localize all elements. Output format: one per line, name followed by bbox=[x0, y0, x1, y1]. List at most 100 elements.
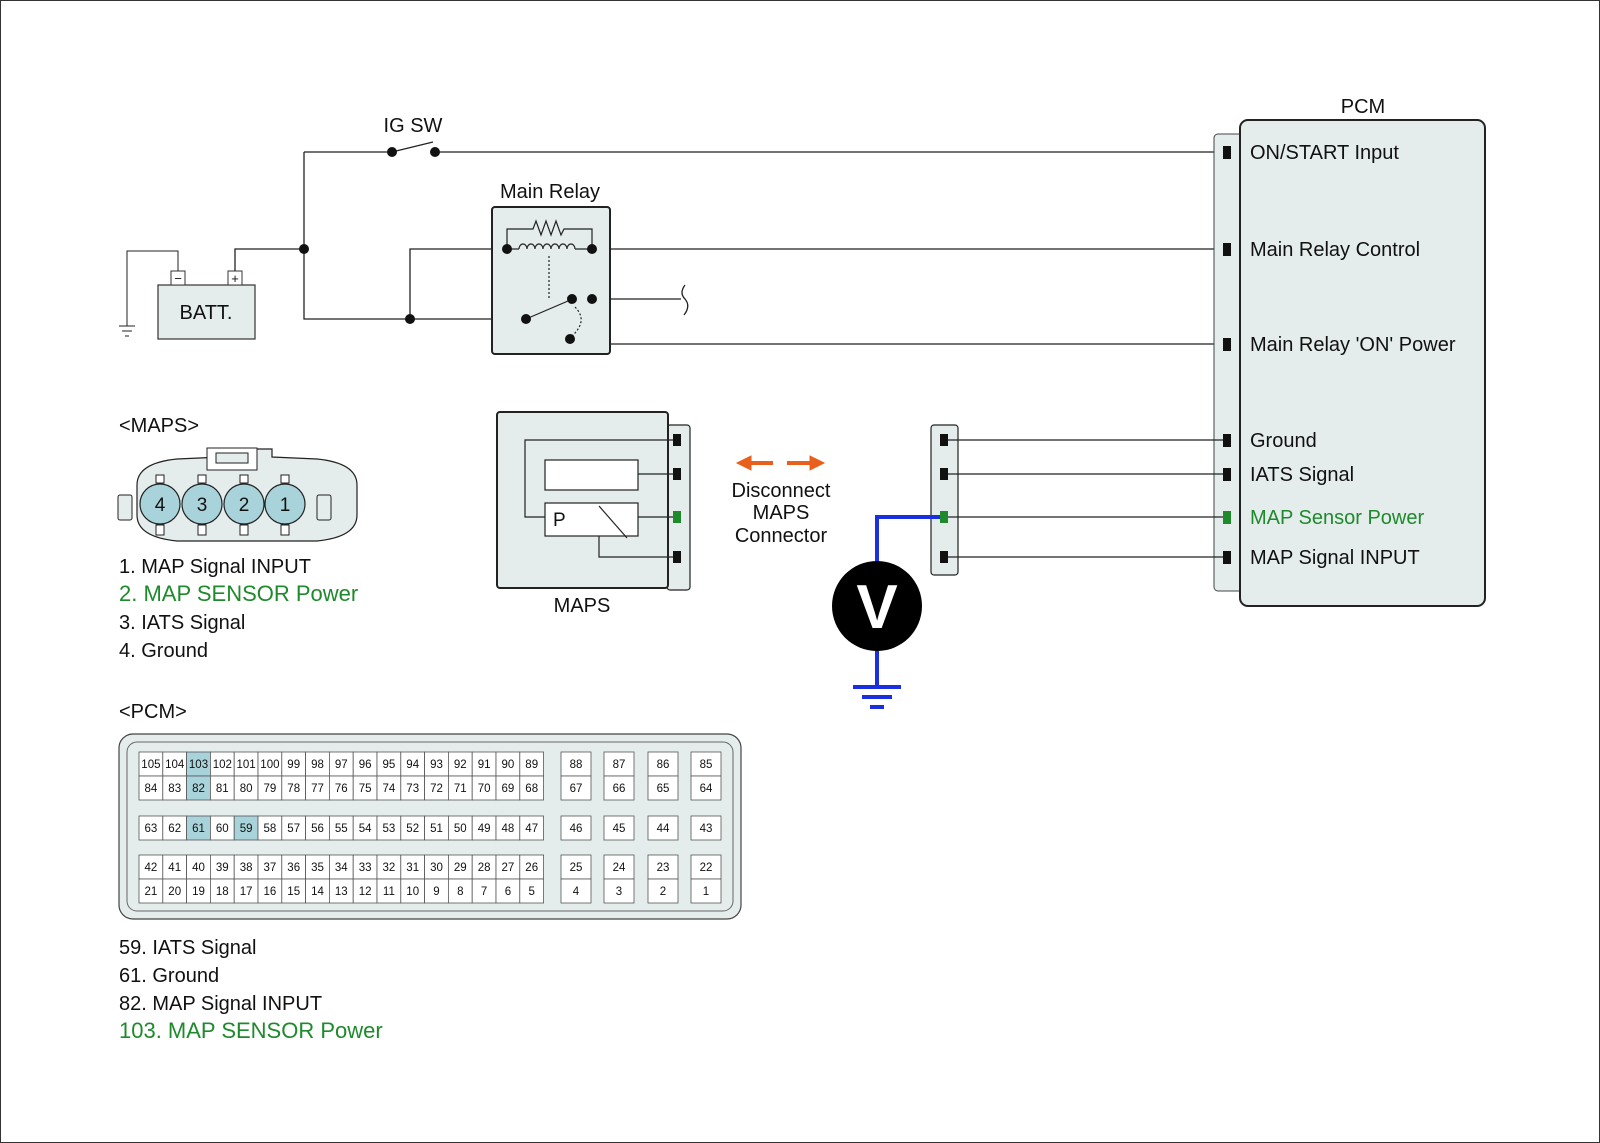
pcm-connector-pin-number: 18 bbox=[216, 886, 229, 898]
pcm-connector-cell bbox=[690, 815, 722, 841]
pcm-connector-pin-number: 52 bbox=[406, 823, 419, 835]
pcm-connector-pin-number: 10 bbox=[406, 886, 419, 898]
pcm-connector-pin-number: 6 bbox=[505, 886, 511, 898]
pcm-connector-pin-number: 51 bbox=[430, 823, 443, 835]
maps-pin-list-item: 2. MAP SENSOR Power bbox=[119, 581, 358, 606]
pcm-connector-cell bbox=[647, 815, 679, 841]
pcm-connector-pin-number: 40 bbox=[192, 862, 205, 874]
pcm-connector-cell bbox=[519, 775, 544, 801]
pcm-connector-pin-number: 35 bbox=[311, 862, 324, 874]
pcm-connector-pin-number: 55 bbox=[335, 823, 348, 835]
pcm-connector-pin-number: 59 bbox=[240, 823, 253, 835]
pcm-connector-pin-number: 94 bbox=[406, 759, 419, 771]
pcm-pin-terminal bbox=[1223, 338, 1231, 351]
pcm-connector-pin-number: 45 bbox=[613, 823, 626, 835]
ig-switch: IG SW bbox=[384, 115, 443, 157]
pcm-connector-pin-number: 49 bbox=[478, 823, 491, 835]
pcm-connector-pin-number: 102 bbox=[213, 759, 232, 771]
maps-pin-list-item: 1. MAP Signal INPUT bbox=[119, 556, 311, 578]
pcm-connector-pin-number: 13 bbox=[335, 886, 348, 898]
pcm-connector-cell bbox=[560, 751, 592, 777]
pcm-connector-cell bbox=[560, 878, 592, 904]
pcm-connector-pin-number: 79 bbox=[264, 783, 277, 795]
pcm-connector-pin-number: 91 bbox=[478, 759, 491, 771]
pcm-connector-pin-number: 100 bbox=[260, 759, 279, 771]
battery-ground-symbol bbox=[119, 250, 179, 337]
pcm-connector-pin-number: 23 bbox=[657, 862, 670, 874]
pcm-pin-label: MAP Sensor Power bbox=[1250, 507, 1424, 529]
pcm-connector-pin-number: 105 bbox=[141, 759, 160, 771]
pcm-pin-list-item: 61. Ground bbox=[119, 965, 219, 987]
maps-pin-list-item: 3. IATS Signal bbox=[119, 612, 245, 634]
pcm-connector-pin-number: 68 bbox=[525, 783, 538, 795]
pcm-pin-terminal bbox=[1223, 468, 1231, 481]
pcm-connector-cell bbox=[519, 878, 544, 904]
disconnect-line-1: Disconnect bbox=[732, 480, 831, 502]
pcm-connector-cell bbox=[603, 815, 635, 841]
pcm-connector-pin-number: 15 bbox=[287, 886, 300, 898]
pcm-connector-pin-number: 76 bbox=[335, 783, 348, 795]
pcm-connector-pin-number: 103 bbox=[189, 759, 208, 771]
pcm-connector-pin-number: 82 bbox=[192, 783, 205, 795]
pcm-connector-pin-number: 50 bbox=[454, 823, 467, 835]
pcm-title: PCM bbox=[1341, 96, 1385, 118]
pcm-connector-pin-number: 71 bbox=[454, 783, 467, 795]
pcm-connector-pin-number: 11 bbox=[383, 886, 395, 898]
pcm-connector-pin-number: 7 bbox=[481, 886, 487, 898]
pcm-connector-pin-number: 53 bbox=[383, 823, 396, 835]
pcm-connector-pin-number: 12 bbox=[359, 886, 372, 898]
pcm-connector-pin-number: 29 bbox=[454, 862, 467, 874]
pcm-connector-pin-number: 74 bbox=[383, 783, 396, 795]
pcm-connector-pin-number: 1 bbox=[703, 886, 709, 898]
pcm-connector-pin-number: 21 bbox=[145, 886, 158, 898]
pcm-connector-pin-number: 72 bbox=[430, 783, 443, 795]
wiring bbox=[234, 151, 1223, 345]
pcm-connector-pin-number: 24 bbox=[613, 862, 626, 874]
pcm-connector-pin-number: 20 bbox=[168, 886, 181, 898]
pcm-pin-list-item: 59. IATS Signal bbox=[119, 937, 256, 959]
pcm-connector-cell bbox=[560, 775, 592, 801]
pcm-pin-label: ON/START Input bbox=[1250, 142, 1399, 164]
disconnect-line-3: Connector bbox=[735, 525, 828, 547]
sensor-p-label: P bbox=[553, 510, 566, 531]
pcm-connector-pin-number: 89 bbox=[525, 759, 538, 771]
maps-pin-list-item: 4. Ground bbox=[119, 640, 208, 662]
pcm-connector-pin-number: 41 bbox=[168, 862, 181, 874]
pcm-connector-pin-number: 43 bbox=[700, 823, 713, 835]
pcm-connector-pin-number: 85 bbox=[700, 759, 713, 771]
pcm-connector-pin-number: 60 bbox=[216, 823, 229, 835]
pcm-connector-pin-number: 61 bbox=[192, 823, 205, 835]
pcm-connector-pin-number: 104 bbox=[165, 759, 185, 771]
pcm-connector-cell bbox=[647, 878, 679, 904]
pcm-connector-pin-number: 5 bbox=[528, 886, 534, 898]
pcm-connector-pin-number: 2 bbox=[660, 886, 666, 898]
pcm-pin-list-item: 82. MAP Signal INPUT bbox=[119, 993, 322, 1015]
pcm-connector-pin-number: 73 bbox=[406, 783, 419, 795]
voltmeter: V bbox=[832, 515, 940, 709]
batt-minus-label: − bbox=[174, 271, 182, 286]
pcm-connector-pin-number: 101 bbox=[237, 759, 256, 771]
pcm-connector-pin-number: 98 bbox=[311, 759, 324, 771]
pcm-pin-terminal bbox=[1223, 146, 1231, 159]
pcm-connector-cell bbox=[647, 775, 679, 801]
pcm-connector-pin-number: 88 bbox=[570, 759, 583, 771]
voltmeter-label: V bbox=[856, 573, 897, 642]
pcm-pin-label: IATS Signal bbox=[1250, 464, 1354, 486]
pcm-connector-pin-number: 65 bbox=[657, 783, 670, 795]
pcm-connector-cell bbox=[603, 878, 635, 904]
pcm-connector-pin-number: 31 bbox=[406, 862, 419, 874]
pcm-connector-cell bbox=[560, 815, 592, 841]
pcm-connector-pin-number: 84 bbox=[145, 783, 158, 795]
battery: − + BATT. bbox=[157, 270, 256, 340]
pcm-connector-cell bbox=[647, 854, 679, 880]
pcm-connector-pin-number: 39 bbox=[216, 862, 229, 874]
pcm-connector-pin-number: 38 bbox=[240, 862, 253, 874]
pcm-connector-pin-number: 62 bbox=[168, 823, 181, 835]
pcm-connector-pin-number: 78 bbox=[287, 783, 300, 795]
pcm-connector-pin-number: 96 bbox=[359, 759, 372, 771]
maps-connector-pin bbox=[264, 483, 306, 525]
pcm-connector-pin-number: 37 bbox=[264, 862, 277, 874]
pcm-connector-pin-number: 27 bbox=[502, 862, 515, 874]
